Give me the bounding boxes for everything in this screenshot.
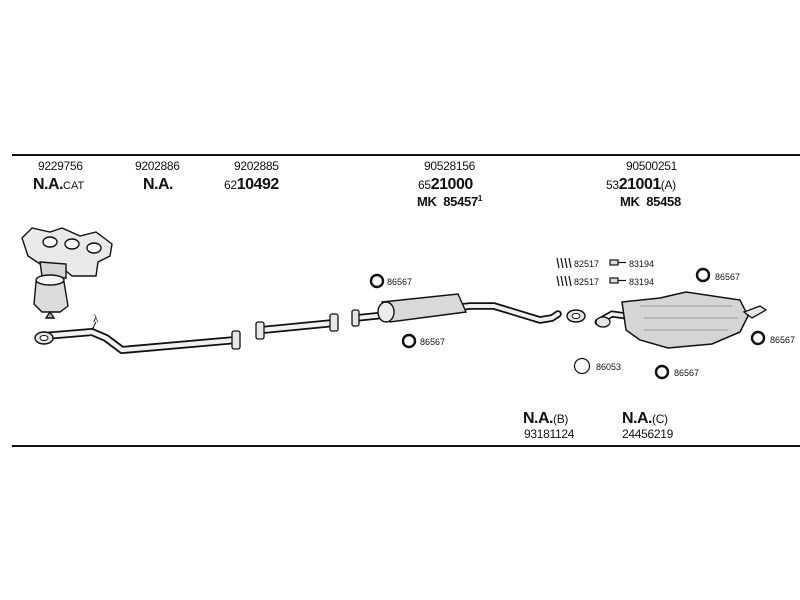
label-86567-d: 86567 — [770, 335, 795, 345]
ring-86567-c — [695, 267, 711, 283]
label-82517-a: 82517 — [574, 259, 599, 269]
middle-silencer-code: 6521000 — [418, 177, 473, 193]
ring-86053 — [573, 357, 591, 375]
ring-86567-b — [401, 333, 417, 349]
middle-silencer-code-main: 21000 — [430, 176, 474, 193]
label-83194-b: 83194 — [629, 277, 654, 287]
middle-mk-sup: 1 — [477, 194, 483, 203]
label-86567-a: 86567 — [387, 277, 412, 287]
label-86567-b: 86567 — [420, 337, 445, 347]
rear-silencer-code-main: 21001 — [618, 176, 662, 193]
option-c-code: N.A.(C) — [622, 411, 668, 427]
rubber-mount-rings — [369, 267, 766, 380]
middle-silencer-code-prefix: 65 — [418, 178, 431, 192]
ring-86567-d — [750, 330, 766, 346]
exhaust-manifold-catalyst — [21, 227, 113, 319]
top-divider-line — [12, 154, 800, 156]
clamps — [556, 257, 626, 287]
part-number-1: 9229756 — [38, 159, 83, 173]
lambda-label: λ — [93, 313, 99, 325]
rear-mk-label: MK — [620, 194, 640, 209]
catalyst-code-main: N.A. — [33, 176, 64, 193]
intermediate-pipe-code-main: 10492 — [236, 176, 280, 193]
middle-silencer — [351, 293, 586, 327]
bottom-divider-line — [12, 445, 800, 447]
part-number-5: 90500251 — [626, 159, 677, 173]
front-pipe: λ — [34, 313, 241, 354]
intermediate-pipe-code: 6210492 — [224, 177, 279, 193]
catalyst-code-suffix: CAT — [63, 180, 85, 192]
option-b-code-main: N.A. — [523, 410, 554, 427]
rear-mk-number: 85458 — [646, 194, 681, 209]
label-86567-c: 86567 — [715, 272, 740, 282]
label-86567-e: 86567 — [674, 368, 699, 378]
middle-mk-label: MK — [417, 194, 437, 209]
rear-silencer-mount-kit: MK 85458 — [620, 195, 681, 208]
label-83194-a: 83194 — [629, 259, 654, 269]
middle-mk-number: 85457 — [443, 194, 478, 209]
middle-silencer-mount-kit: MK 854571 — [417, 194, 483, 209]
part-labels: 86567 86567 82517 83194 82517 83194 8656… — [387, 259, 795, 378]
front-pipe-code: N.A. — [143, 176, 174, 193]
rear-silencer — [594, 291, 768, 349]
label-82517-b: 82517 — [574, 277, 599, 287]
option-c-code-main: N.A. — [622, 410, 653, 427]
intermediate-pipe-code-prefix: 62 — [224, 178, 237, 192]
ring-86567-e — [654, 364, 670, 380]
intermediate-pipe — [255, 313, 339, 340]
part-number-4: 90528156 — [424, 159, 475, 173]
rear-silencer-code: 5321001(A) — [606, 177, 676, 193]
part-number-2: 9202886 — [135, 159, 180, 173]
catalyst-code: N.A.CAT — [33, 177, 84, 193]
option-b-code: N.A.(B) — [523, 411, 568, 427]
label-86053: 86053 — [596, 362, 621, 372]
rear-silencer-code-prefix: 53 — [606, 178, 619, 192]
option-b-variant: (B) — [553, 412, 569, 426]
part-number-3: 9202885 — [234, 159, 279, 173]
option-b-part-number: 93181124 — [524, 427, 575, 441]
option-c-part-number: 24456219 — [622, 427, 673, 441]
ring-86567-a — [369, 273, 385, 289]
rear-silencer-variant: (A) — [660, 178, 676, 192]
option-c-variant: (C) — [652, 412, 668, 426]
